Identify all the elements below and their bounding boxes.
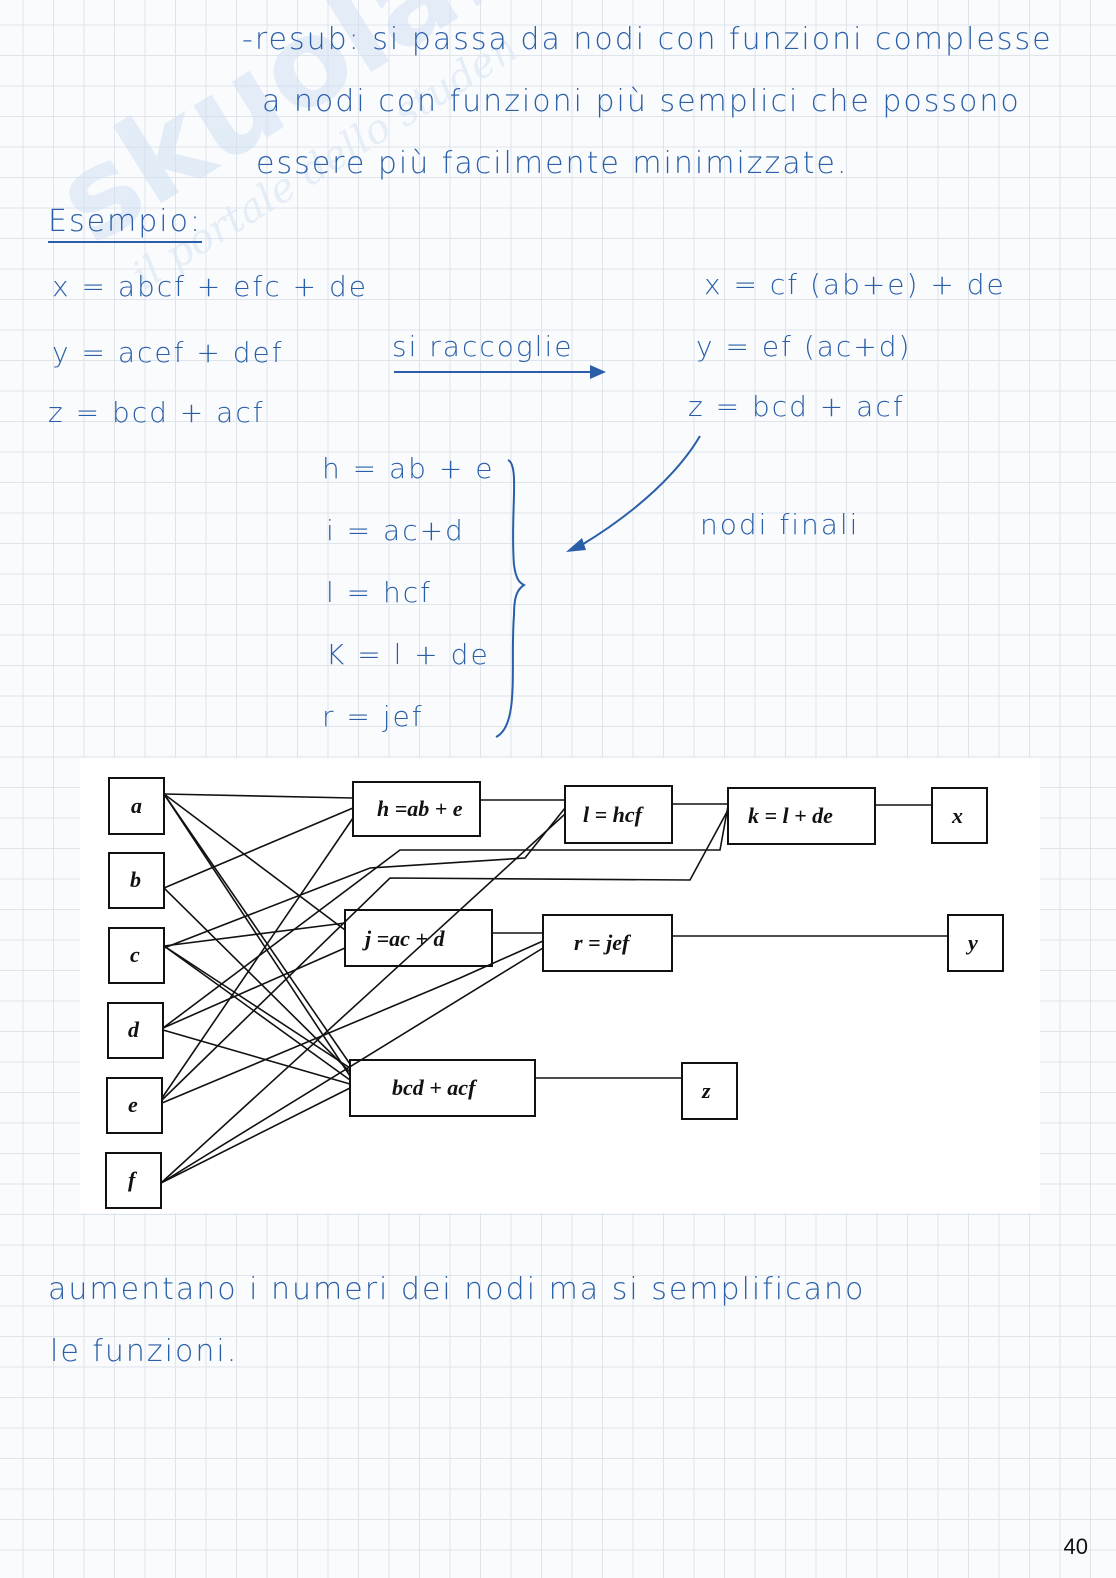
input-box-f (105, 1152, 162, 1209)
node-h: h =ab + e (377, 796, 463, 821)
raccoglie-arrow-icon (394, 365, 606, 379)
curly-brace-icon (495, 459, 526, 738)
node-k: k = l + de (748, 803, 833, 828)
output-box-z (681, 1062, 738, 1120)
conclusion-line-2: le funzioni. (50, 1334, 239, 1369)
final-node-i: i = ac+d (326, 514, 465, 547)
node-box-j (344, 909, 493, 967)
page-number: 40 (1063, 1534, 1088, 1559)
input-c: c (130, 942, 140, 967)
input-box-c (108, 927, 165, 984)
conclusion-line-1: aumentano i numeri dei nodi ma si sempli… (48, 1272, 866, 1307)
left-eq-x: x = abcf + efc + de (52, 270, 369, 303)
input-b: b (130, 867, 141, 892)
final-label: nodi finali (700, 508, 860, 541)
right-eq-y: y = ef (ac+d) (696, 330, 912, 363)
node-box-r (542, 914, 673, 972)
output-x: x (951, 803, 963, 828)
right-eq-z: z = bcd + acf (688, 390, 905, 423)
output-y: y (965, 930, 978, 955)
final-node-r: r = jef (322, 700, 424, 733)
node-bcd: bcd + acf (392, 1075, 478, 1100)
left-eq-z: z = bcd + acf (48, 396, 265, 429)
node-l: l = hcf (583, 802, 645, 827)
left-eq-y: y = acef + def (52, 336, 284, 369)
input-box-a (108, 777, 165, 835)
input-a: a (131, 793, 142, 818)
input-d: d (128, 1017, 140, 1042)
input-box-e (106, 1077, 163, 1134)
example-title: Esempio: (48, 204, 203, 243)
final-node-l: l = hcf (326, 576, 433, 609)
right-eq-x: x = cf (ab+e) + de (704, 268, 1006, 301)
curved-arrow-icon (566, 435, 701, 552)
output-z: z (701, 1078, 711, 1103)
input-box-b (108, 852, 165, 909)
node-j: j =ac + d (362, 926, 445, 951)
output-box-x (931, 787, 988, 844)
node-r: r = jef (574, 930, 632, 955)
final-node-k: K = l + de (326, 638, 490, 671)
arrow-label: si raccoglie (392, 330, 574, 363)
node-box-k (727, 787, 876, 845)
note-line-2: a nodi con funzioni più semplici che pos… (262, 84, 1021, 119)
node-box-h (352, 781, 481, 837)
output-box-y (947, 914, 1004, 972)
input-e: e (128, 1092, 138, 1117)
logic-network-diagram: a b c d e f h =ab + e l = hcf k = l + de… (80, 758, 1040, 1213)
note-line-1: -resub: si passa da nodi con funzioni co… (242, 22, 1053, 57)
final-node-h: h = ab + e (322, 452, 495, 485)
note-line-3: essere più facilmente minimizzate. (256, 146, 849, 181)
input-f: f (128, 1167, 138, 1192)
